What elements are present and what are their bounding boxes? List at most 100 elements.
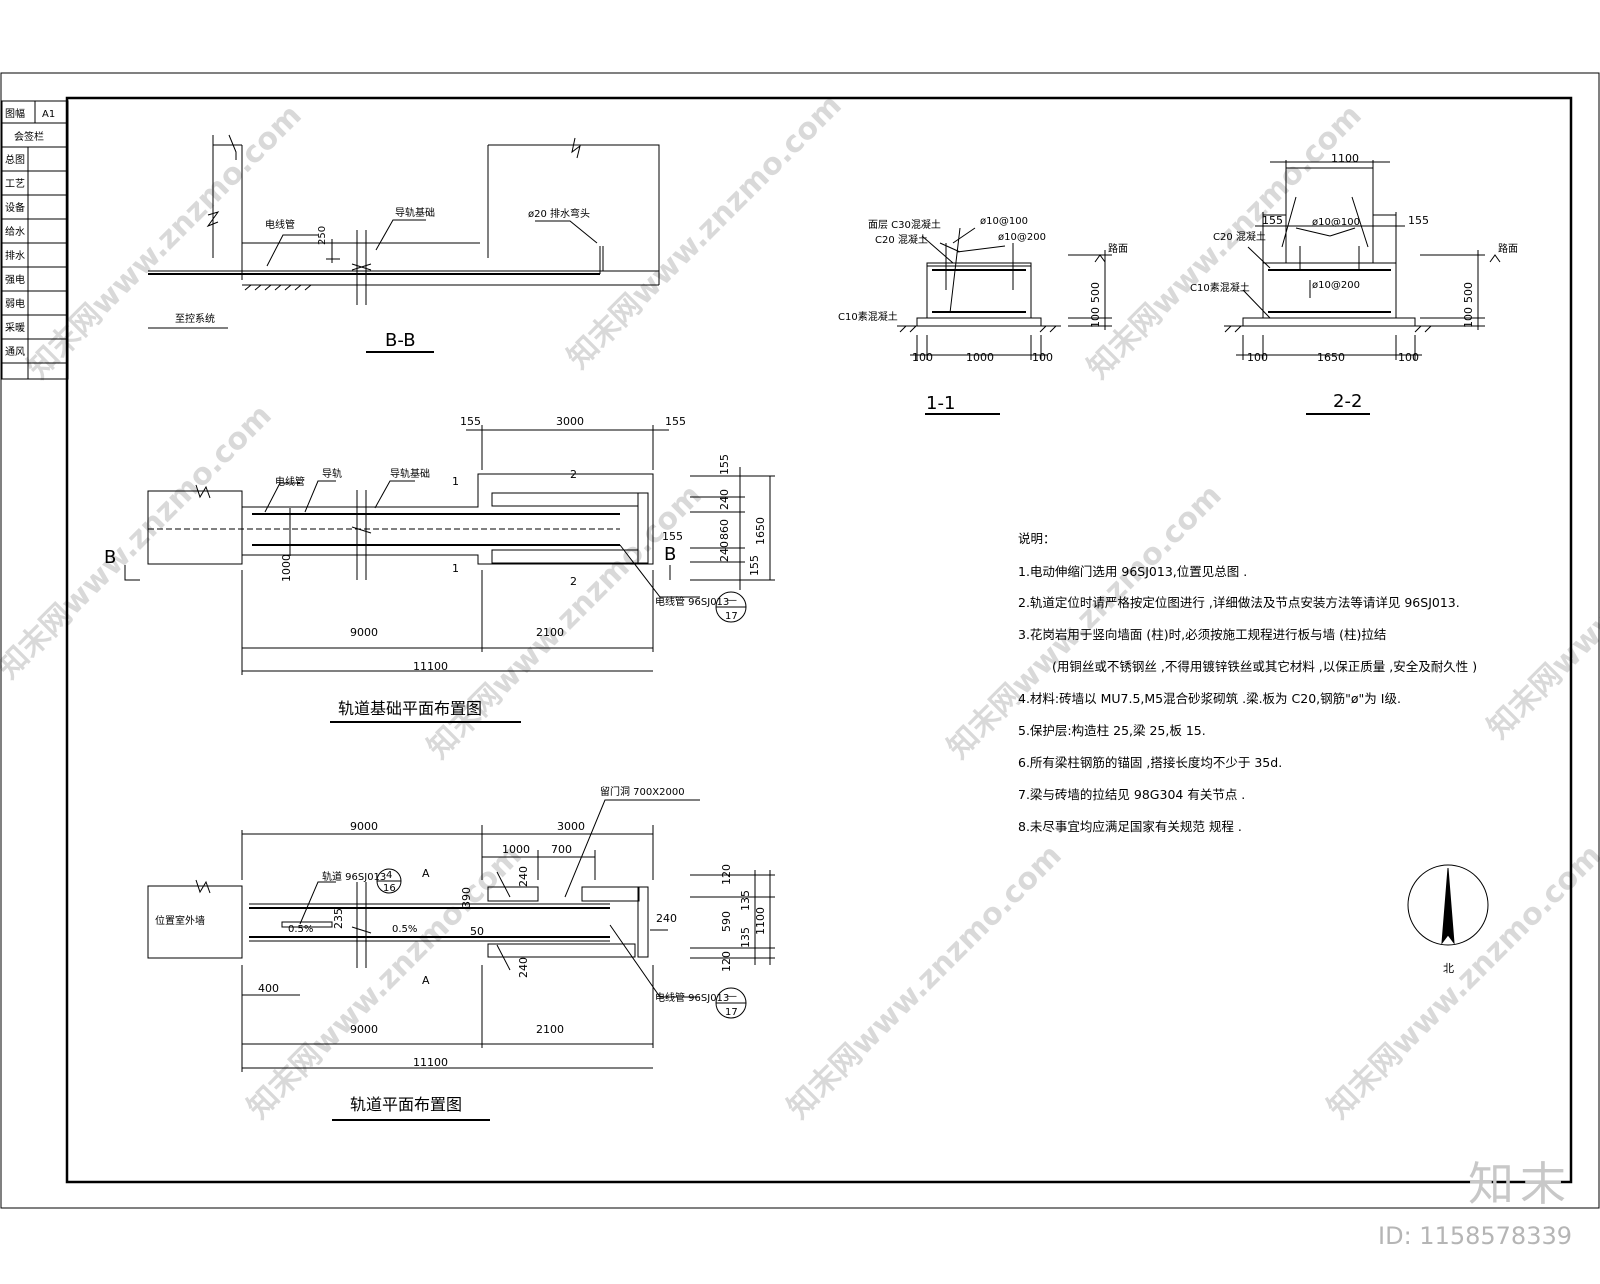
pr-r1100: 1100: [754, 907, 767, 935]
pr-d11100: 11100: [413, 1056, 448, 1069]
size-value: A1: [42, 109, 55, 120]
s22-b100b: 100: [1398, 351, 1419, 364]
pr-d235: 235: [332, 908, 345, 929]
pb-d11100: 11100: [413, 660, 448, 673]
pr-r120b: 120: [720, 951, 733, 972]
pb-label-rail-base: 导轨基础: [390, 467, 430, 480]
pb-ref-label: 电线管 96SJ013: [655, 595, 729, 608]
plan-rail: 轨道 96SJ013 4 16 A A 位置室外墙 留门洞 700X2000 电…: [147, 785, 775, 1121]
pr-d1000: 1000: [502, 843, 530, 856]
drawing-border: [65, 96, 1573, 1184]
brand-id: ID: 1158578339: [1378, 1222, 1572, 1250]
pr-label-wall: 位置室外墙: [155, 914, 205, 927]
north-label: 北: [1443, 962, 1454, 975]
s11-b100a: 100: [912, 351, 933, 364]
title-block-row-label: 采暖: [5, 321, 25, 334]
watermark: 知末网www.znzmo.com: [561, 88, 849, 376]
pb-label-cable: 电线管: [275, 475, 305, 488]
pb-title: 轨道基础平面布置图: [338, 699, 482, 718]
s22-label-r2: ø10@200: [1312, 280, 1360, 291]
pb-r155a: 155: [718, 454, 731, 475]
brand-logo: 知末: [1468, 1157, 1572, 1211]
pb-d155a: 155: [460, 415, 481, 428]
bb-label-rail-base: 导轨基础: [395, 206, 435, 219]
s11-label-ground: 路面: [1108, 242, 1128, 255]
title-block-row-label: 总图: [5, 153, 25, 166]
pr-title: 轨道平面布置图: [350, 1095, 462, 1114]
pb-r155b: 155: [662, 530, 683, 543]
watermark: 知末网www.znzmo.com: [781, 838, 1069, 1126]
s11-label-c10: C10素混凝土: [838, 310, 898, 323]
s22-b100a: 100: [1247, 351, 1268, 364]
pr-rail-ref-top: 4: [386, 870, 392, 881]
notes-heading: 说明：: [1018, 531, 1056, 546]
note-item: 4.材料:砖墙以 MU7.5,M5混合砂浆砌筑 .梁.板为 C20,钢筋"ø"为…: [1018, 691, 1401, 706]
s11-label-c30: 面层 C30混凝土: [868, 218, 941, 231]
s22-label-r1: ø10@100: [1312, 217, 1360, 228]
pr-d3000t: 3000: [557, 820, 585, 833]
note-item: 6.所有梁柱钢筋的锚固 ,搭接长度均不少于 35d.: [1018, 755, 1282, 770]
watermark: 知末网www.znzmo.com: [21, 98, 309, 386]
pr-cut-a-bottom: A: [422, 974, 430, 987]
pr-rail-ref-bottom: 16: [383, 883, 396, 894]
signoff-label: 会签栏: [14, 130, 44, 143]
s22-d100: 100: [1462, 307, 1475, 328]
pr-d700: 700: [551, 843, 572, 856]
pr-d240a: 240: [517, 866, 530, 887]
s22-b1650: 1650: [1317, 351, 1345, 364]
s22-d155b: 155: [1408, 214, 1429, 227]
bb-dim-250: 250: [317, 226, 328, 245]
pb-d9000: 9000: [350, 626, 378, 639]
s11-d100: 100: [1089, 307, 1102, 328]
s22-label-c20: C20 混凝土: [1213, 230, 1266, 243]
section-22: 1100 C20 混凝土 C10素混凝土 ø10@100 ø10@200 路面 …: [1190, 152, 1518, 415]
s11-label-r2: ø10@200: [998, 232, 1046, 243]
pb-cut-2b: 2: [570, 575, 577, 588]
pb-cut-1b: 1: [452, 562, 459, 575]
s22-label-ground: 路面: [1498, 242, 1518, 255]
pr-label-door: 留门洞 700X2000: [600, 785, 685, 798]
note-item: 5.保护层:构造柱 25,梁 25,板 15.: [1018, 723, 1206, 738]
note-item: 2.轨道定位时请严格按定位图进行 ,详细做法及节点安装方法等请详见 96SJ01…: [1018, 595, 1460, 610]
pr-r120a: 120: [720, 864, 733, 885]
section-11: 面层 C30混凝土 C20 混凝土 C10素混凝土 ø10@100 ø10@20…: [838, 216, 1128, 415]
title-block-row-label: 设备: [5, 201, 25, 214]
pb-cut-1a: 1: [452, 475, 459, 488]
pr-d390: 390: [460, 887, 473, 908]
pr-ref-top: —: [727, 991, 737, 1002]
pr-slope-b: 0.5%: [392, 924, 417, 935]
s11-label-c20: C20 混凝土: [875, 233, 928, 246]
notes: 说明： 1.电动伸缩门选用 96SJ013,位置见总图 .2.轨道定位时请严格按…: [1018, 531, 1477, 834]
title-block-row-label: 排水: [5, 249, 25, 262]
pr-r135b: 135: [739, 927, 752, 948]
outer-frame: [0, 72, 1600, 1209]
plan-base: 电线管 导轨 导轨基础 1 1 2 2 B B 电线管 96SJ013 — 17…: [104, 415, 775, 723]
pb-r240a: 240: [718, 489, 731, 510]
pb-r1650: 1650: [754, 517, 767, 545]
pb-r240b: 240: [718, 541, 731, 562]
bb-label-drain: ø20 排水弯头: [528, 207, 590, 220]
pr-d400: 400: [258, 982, 279, 995]
bb-label-room: 至控系统: [175, 312, 215, 325]
s11-b1000: 1000: [966, 351, 994, 364]
pb-cut-b-left: B: [104, 547, 116, 568]
s11-d500: 500: [1089, 282, 1102, 303]
s22-title: 2-2: [1333, 391, 1362, 412]
pr-d2100: 2100: [536, 1023, 564, 1036]
watermark: 知末网www.znzmo.com: [1321, 838, 1600, 1126]
pb-ref-top: —: [727, 595, 737, 606]
pr-d9000t: 9000: [350, 820, 378, 833]
pr-ref-bottom: 17: [725, 1007, 738, 1018]
pb-d155b: 155: [665, 415, 686, 428]
s22-d500: 500: [1462, 282, 1475, 303]
watermark: 知末网www.znzmo.com: [1481, 458, 1600, 746]
s22-top-width: 1100: [1331, 152, 1359, 165]
pr-d240c: 240: [656, 912, 677, 925]
note-item: 7.梁与砖墙的拉结见 98G304 有关节点 .: [1018, 787, 1245, 802]
north-arrow: 北: [1407, 864, 1489, 975]
bb-label-cable: 电线管: [265, 218, 295, 231]
pr-d240b: 240: [517, 957, 530, 978]
